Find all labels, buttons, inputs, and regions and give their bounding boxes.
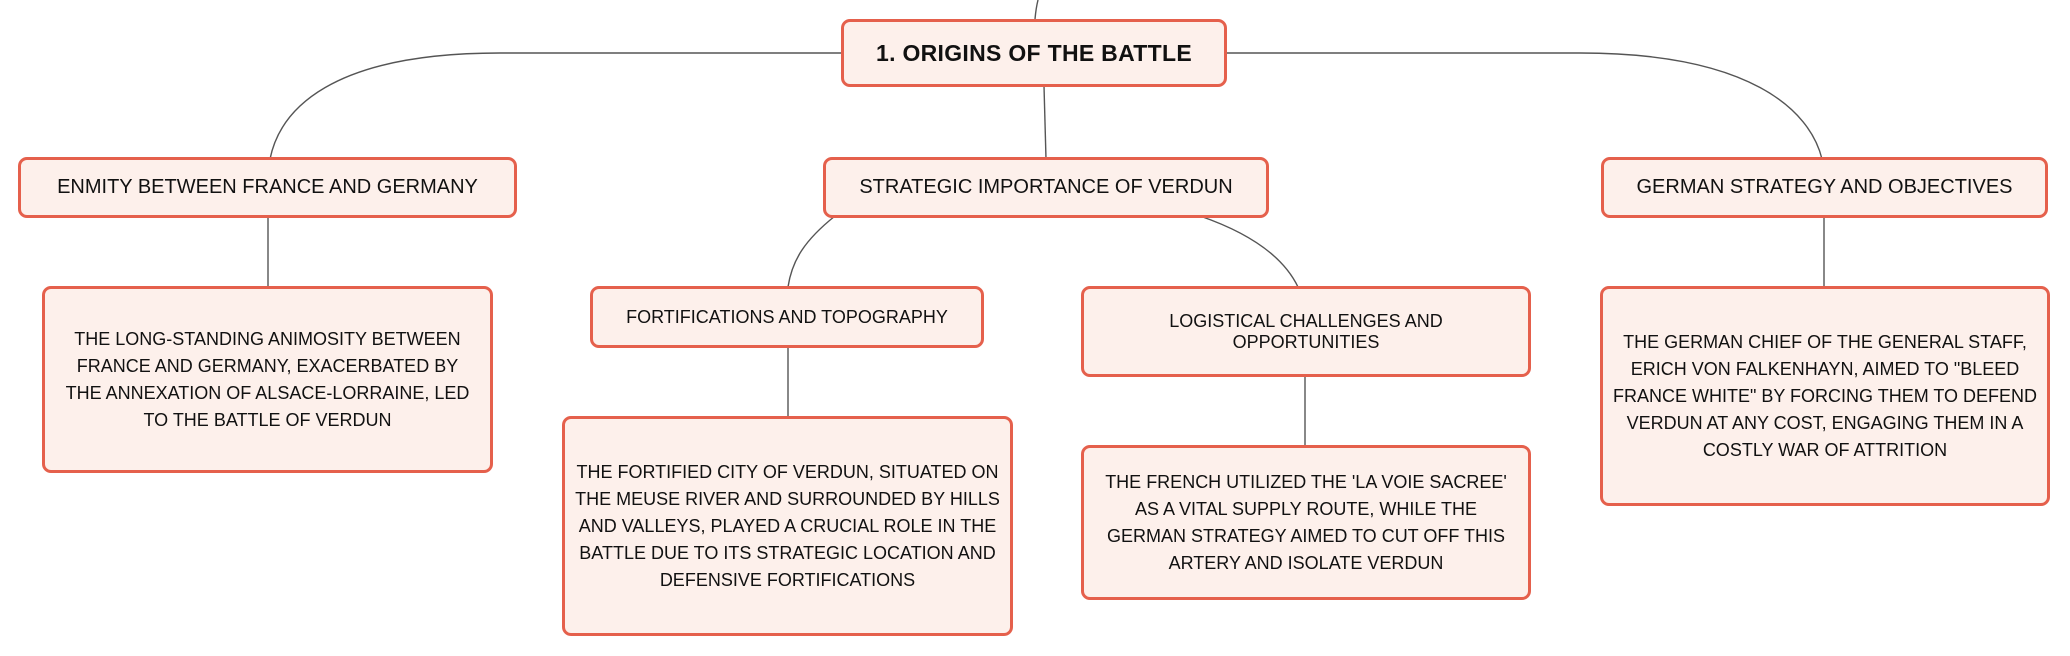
- connector-root-enmity: [269, 52, 841, 160]
- sub-fortifications[interactable]: FORTIFICATIONS AND TOPOGRAPHY: [590, 286, 984, 348]
- detail-german-strategy[interactable]: THE GERMAN CHIEF OF THE GENERAL STAFF, E…: [1600, 286, 2050, 506]
- detail-text: THE LONG-STANDING ANIMOSITY BETWEEN FRAN…: [65, 328, 470, 430]
- sub-label: LOGISTICAL CHALLENGES AND OPPORTUNITIES: [1169, 310, 1443, 352]
- sub-label: FORTIFICATIONS AND TOPOGRAPHY: [626, 306, 948, 327]
- branch-german-strategy[interactable]: GERMAN STRATEGY AND OBJECTIVES: [1601, 157, 2048, 218]
- detail-logistical[interactable]: THE FRENCH UTILIZED THE 'LA VOIE SACREE'…: [1081, 445, 1531, 600]
- connector-strategic-fortifications: [787, 215, 836, 288]
- detail-fortifications[interactable]: THE FORTIFIED CITY OF VERDUN, SITUATED O…: [562, 416, 1013, 636]
- connector-root-strategic-importance: [1043, 85, 1047, 160]
- root-node[interactable]: 1. ORIGINS OF THE BATTLE: [841, 19, 1227, 87]
- connector-strategic-logistical: [1199, 215, 1299, 288]
- root-label: 1. ORIGINS OF THE BATTLE: [875, 39, 1192, 66]
- detail-text: THE FORTIFIED CITY OF VERDUN, SITUATED O…: [575, 461, 1000, 590]
- connector-root-german-strategy: [1227, 52, 1823, 160]
- branch-enmity[interactable]: ENMITY BETWEEN FRANCE AND GERMANY: [18, 157, 517, 218]
- detail-enmity[interactable]: THE LONG-STANDING ANIMOSITY BETWEEN FRAN…: [42, 286, 493, 473]
- connector-root-parent: [1034, 0, 1039, 20]
- detail-text: THE FRENCH UTILIZED THE 'LA VOIE SACREE'…: [1105, 471, 1507, 573]
- detail-text: THE GERMAN CHIEF OF THE GENERAL STAFF, E…: [1612, 331, 2038, 460]
- branch-label: STRATEGIC IMPORTANCE OF VERDUN: [859, 176, 1233, 198]
- branch-label: ENMITY BETWEEN FRANCE AND GERMANY: [57, 176, 478, 198]
- branch-strategic-importance[interactable]: STRATEGIC IMPORTANCE OF VERDUN: [823, 157, 1269, 218]
- sub-logistical[interactable]: LOGISTICAL CHALLENGES AND OPPORTUNITIES: [1081, 286, 1531, 377]
- branch-label: GERMAN STRATEGY AND OBJECTIVES: [1636, 176, 2013, 198]
